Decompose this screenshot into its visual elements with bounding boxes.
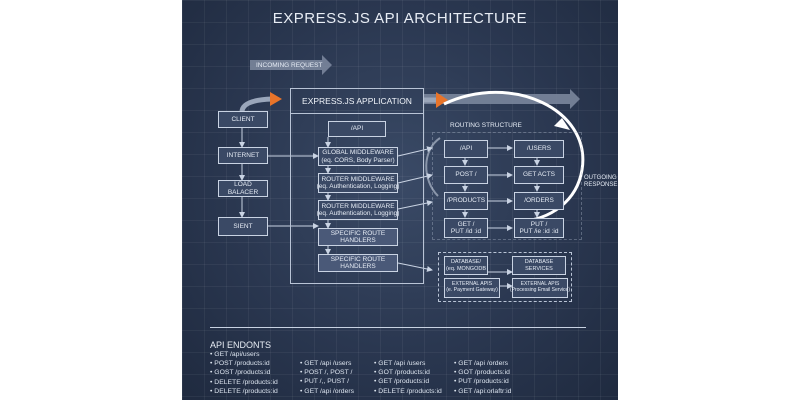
endpoints-column-3: GET /api /users GOT /products:id GET /pr… [374, 359, 442, 396]
response-arc [443, 90, 585, 224]
route-users-box: /USERS [514, 140, 564, 158]
endpoint-item: POST /, POST / [300, 368, 354, 377]
external-apis-box-1: EXTERNAL APIS (e. Payment Gateway) [444, 278, 500, 298]
diagram-title: EXPRESS.JS API ARCHITECTURE [272, 10, 528, 27]
endpoint-item: GOT /products:id [374, 368, 442, 377]
express-app-title: EXPRESS.JS APPLICATION [302, 96, 412, 106]
endpoints-title: API ENDONTS [210, 340, 272, 350]
route-handlers-box-2: SPECIFIC ROUTE HANDLERS [318, 254, 398, 272]
internet-box: INTERNET [218, 147, 268, 164]
route-post-box: POST / [444, 166, 488, 184]
endpoint-item: GET /products:id [374, 377, 442, 386]
endpoint-item: DELETE /products:id [210, 378, 277, 387]
endpoint-item: GET /api /orders [300, 387, 354, 396]
endpoint-item: GET /api:orlaftr:id [454, 387, 511, 396]
outgoing-response-label: OUTGOING RESPONSE [584, 175, 618, 189]
route-get-acts-box: GET ACTS [514, 166, 564, 184]
route-handlers-box-1: SPECIFIC ROUTE HANDLERS [318, 228, 398, 246]
connector-lines [239, 55, 585, 289]
endpoint-item: GET /api /users [374, 359, 442, 368]
routing-structure-label: ROUTING STRUCTURE [450, 122, 522, 129]
endpoint-item: PUT /products:id [454, 377, 511, 386]
client-server-box: SIENT [218, 217, 268, 236]
route-get-put-box: GET / PUT /id :id [444, 218, 488, 238]
architecture-diagram: EXPRESS.JS API ARCHITECTURE INCOMING REQ… [182, 0, 618, 400]
endpoints-divider [210, 327, 586, 328]
endpoint-item: GOT /products:id [454, 368, 511, 377]
endpoint-item: GET /api/users [210, 350, 278, 359]
endpoints-column-1: GET /api/users POST /products:id GOST /p… [210, 350, 278, 396]
router-middleware-box-1: ROUTER MIDDLEWARE (eq. Authentication, L… [317, 173, 399, 193]
endpoint-item: GOST /products:id [210, 368, 278, 377]
services-frame [438, 252, 572, 302]
database-box: DATABASE/ (eq. MONGODB [444, 256, 488, 275]
endpoint-item: GET /api /orders [454, 359, 511, 368]
orange-arrow-left [239, 96, 273, 113]
incoming-arrow [250, 55, 332, 75]
outgoing-arrow [424, 89, 580, 109]
endpoint-item: GET /api /users [300, 359, 354, 368]
routing-frame [432, 132, 582, 240]
endpoint-item: DELETE /products:id [210, 387, 277, 396]
right-margin [618, 0, 800, 400]
endpoint-item: DELETE /products:id [374, 387, 441, 396]
route-api-box: /API [444, 140, 488, 158]
left-margin [0, 0, 182, 400]
external-apis-box-2: EXTERNAL APIS (Processing Email Service) [510, 278, 570, 298]
endpoints-column-4: GET /api /orders GOT /products:id PUT /p… [454, 359, 511, 396]
database-services-box: DATABASE SERVICES [512, 256, 566, 275]
api-root-box: /API [328, 121, 386, 137]
endpoints-column-2: GET /api /users POST /, POST / PUT /,, P… [300, 359, 354, 396]
route-products-box: /PRODUCTS [444, 192, 488, 210]
load-balancer-box: LOAD BALACER [218, 180, 268, 197]
endpoint-item: PUT /,, PUST / [300, 377, 354, 386]
route-orders-box: /ORDERS [514, 192, 564, 210]
router-middleware-box-2: ROUTER MIDDLEWARE (eq. Authentication, L… [317, 200, 399, 220]
endpoint-item: POST /products:id [210, 359, 278, 368]
client-box: CLIENT [218, 111, 268, 128]
route-put-box: PUT / PUT /ie :id :id [514, 218, 564, 238]
express-app-title-bar [290, 88, 424, 114]
incoming-request-label: INCOMING REQUEST [256, 62, 323, 69]
global-middleware-box: GLOBAL MIDDLEWARE (eq. CORS, Body Parser… [318, 147, 398, 166]
